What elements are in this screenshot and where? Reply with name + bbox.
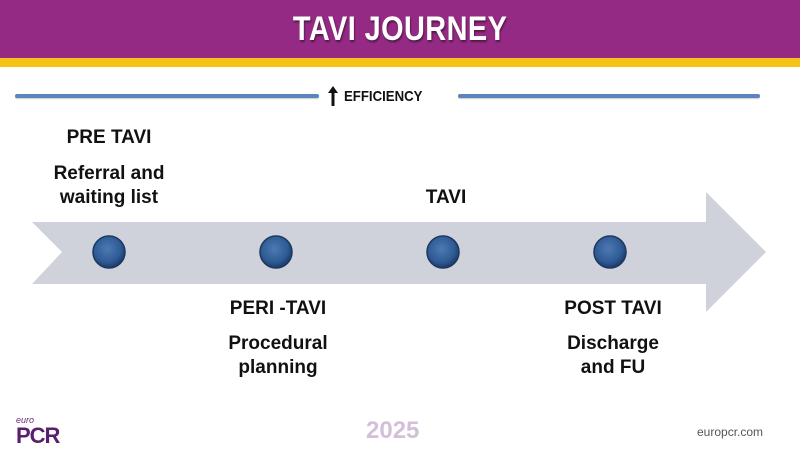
stage-detail: Procedural xyxy=(228,333,328,354)
stage-post-tavi: POST TAVI Discharge and FU xyxy=(531,297,695,380)
stage-title: POST TAVI xyxy=(564,298,662,319)
timeline-arrow xyxy=(32,192,766,312)
efficiency-text: EFFICIENCY xyxy=(344,87,423,105)
stage-detail: and FU xyxy=(580,357,646,378)
stage-dot-tavi xyxy=(426,235,460,269)
logo-euro-text: euro xyxy=(16,415,35,425)
efficiency-label: EFFICIENCY xyxy=(328,85,433,107)
stage-detail: planning xyxy=(238,357,318,378)
stage-pre-tavi: PRE TAVI Referral and waiting list xyxy=(27,126,191,210)
efficiency-line-left xyxy=(15,94,319,98)
stage-detail: Discharge xyxy=(567,333,659,354)
year-label: 2025 xyxy=(366,417,420,444)
title-banner: TAVI JOURNEY xyxy=(0,0,800,58)
stage-title: PERI -TAVI xyxy=(229,298,327,319)
stage-dot-pre-tavi xyxy=(92,235,126,269)
efficiency-line-right xyxy=(458,94,760,98)
stage-detail: waiting list xyxy=(59,187,159,208)
stage-detail: Referral and xyxy=(53,163,165,184)
arrow-shape xyxy=(32,192,766,312)
page-title: TAVI JOURNEY xyxy=(292,9,508,48)
europcr-logo: euro PCR xyxy=(16,415,60,448)
stage-dot-post-tavi xyxy=(593,235,627,269)
stage-tavi: TAVI xyxy=(364,186,528,210)
logo-pcr-text: PCR xyxy=(16,423,60,448)
stage-peri-tavi: PERI -TAVI Procedural planning xyxy=(196,297,360,380)
arrow-up-icon xyxy=(328,86,338,106)
stage-title: TAVI xyxy=(425,187,467,208)
stage-dot-peri-tavi xyxy=(259,235,293,269)
accent-bar xyxy=(0,58,800,67)
stage-title: PRE TAVI xyxy=(66,127,152,148)
website-link: europcr.com xyxy=(697,425,764,439)
